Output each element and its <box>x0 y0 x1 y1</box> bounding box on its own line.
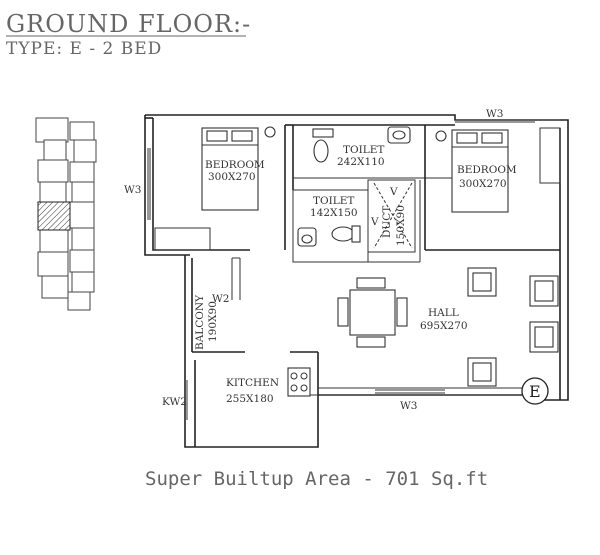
duct-name: DUCT <box>381 206 393 238</box>
bed-left <box>201 127 259 211</box>
toilet-fixtures <box>297 126 411 247</box>
window-kw2: KW2 <box>162 396 187 408</box>
balcony-name: BALCONY <box>194 294 206 350</box>
stove-icon <box>287 367 311 397</box>
key-plan-highlight <box>37 201 71 231</box>
dining-table <box>337 277 408 348</box>
hall-chairs <box>467 267 559 387</box>
balcony-size: 190X90 <box>207 301 219 342</box>
bedroom1-size: 300X270 <box>208 171 256 183</box>
window-w2: W2 <box>212 293 229 305</box>
hall-size: 695X270 <box>420 320 468 332</box>
unit-marker: E <box>521 377 549 405</box>
bedroom2-name: BEDROOM <box>457 164 517 176</box>
plan-title: GROUND FLOOR:- <box>6 10 251 38</box>
duct-mark-top: V <box>389 186 398 198</box>
duct-mark-left: V <box>370 216 379 228</box>
kitchen-size: 255X180 <box>226 393 274 405</box>
key-plan <box>35 117 97 311</box>
windows <box>147 121 535 420</box>
window-w3-left: W3 <box>124 184 141 196</box>
bedroom2-size: 300X270 <box>459 178 507 190</box>
duct-size: 150X90 <box>395 205 407 246</box>
bedroom1-name: BEDROOM <box>205 159 265 171</box>
kitchen-name: KITCHEN <box>226 377 279 389</box>
bed-right <box>451 129 509 213</box>
walls <box>144 114 569 448</box>
window-w3-bottom: W3 <box>400 400 417 412</box>
window-w3-top: W3 <box>486 108 503 120</box>
toilet1-name: TOILET <box>343 144 384 156</box>
lamp-icon-right <box>435 130 447 142</box>
toilet2-size: 142X150 <box>310 207 358 219</box>
hall-name: HALL <box>428 307 459 319</box>
lamp-icon <box>264 126 276 138</box>
super-builtup-area: Super Builtup Area - 701 Sq.ft <box>145 468 488 490</box>
duct: V V <box>370 182 413 249</box>
unit-marker-letter: E <box>529 382 541 401</box>
plan-subtitle: TYPE: E - 2 BED <box>6 39 162 59</box>
toilet1-size: 242X110 <box>337 156 385 168</box>
toilet2-name: TOILET <box>313 195 354 207</box>
